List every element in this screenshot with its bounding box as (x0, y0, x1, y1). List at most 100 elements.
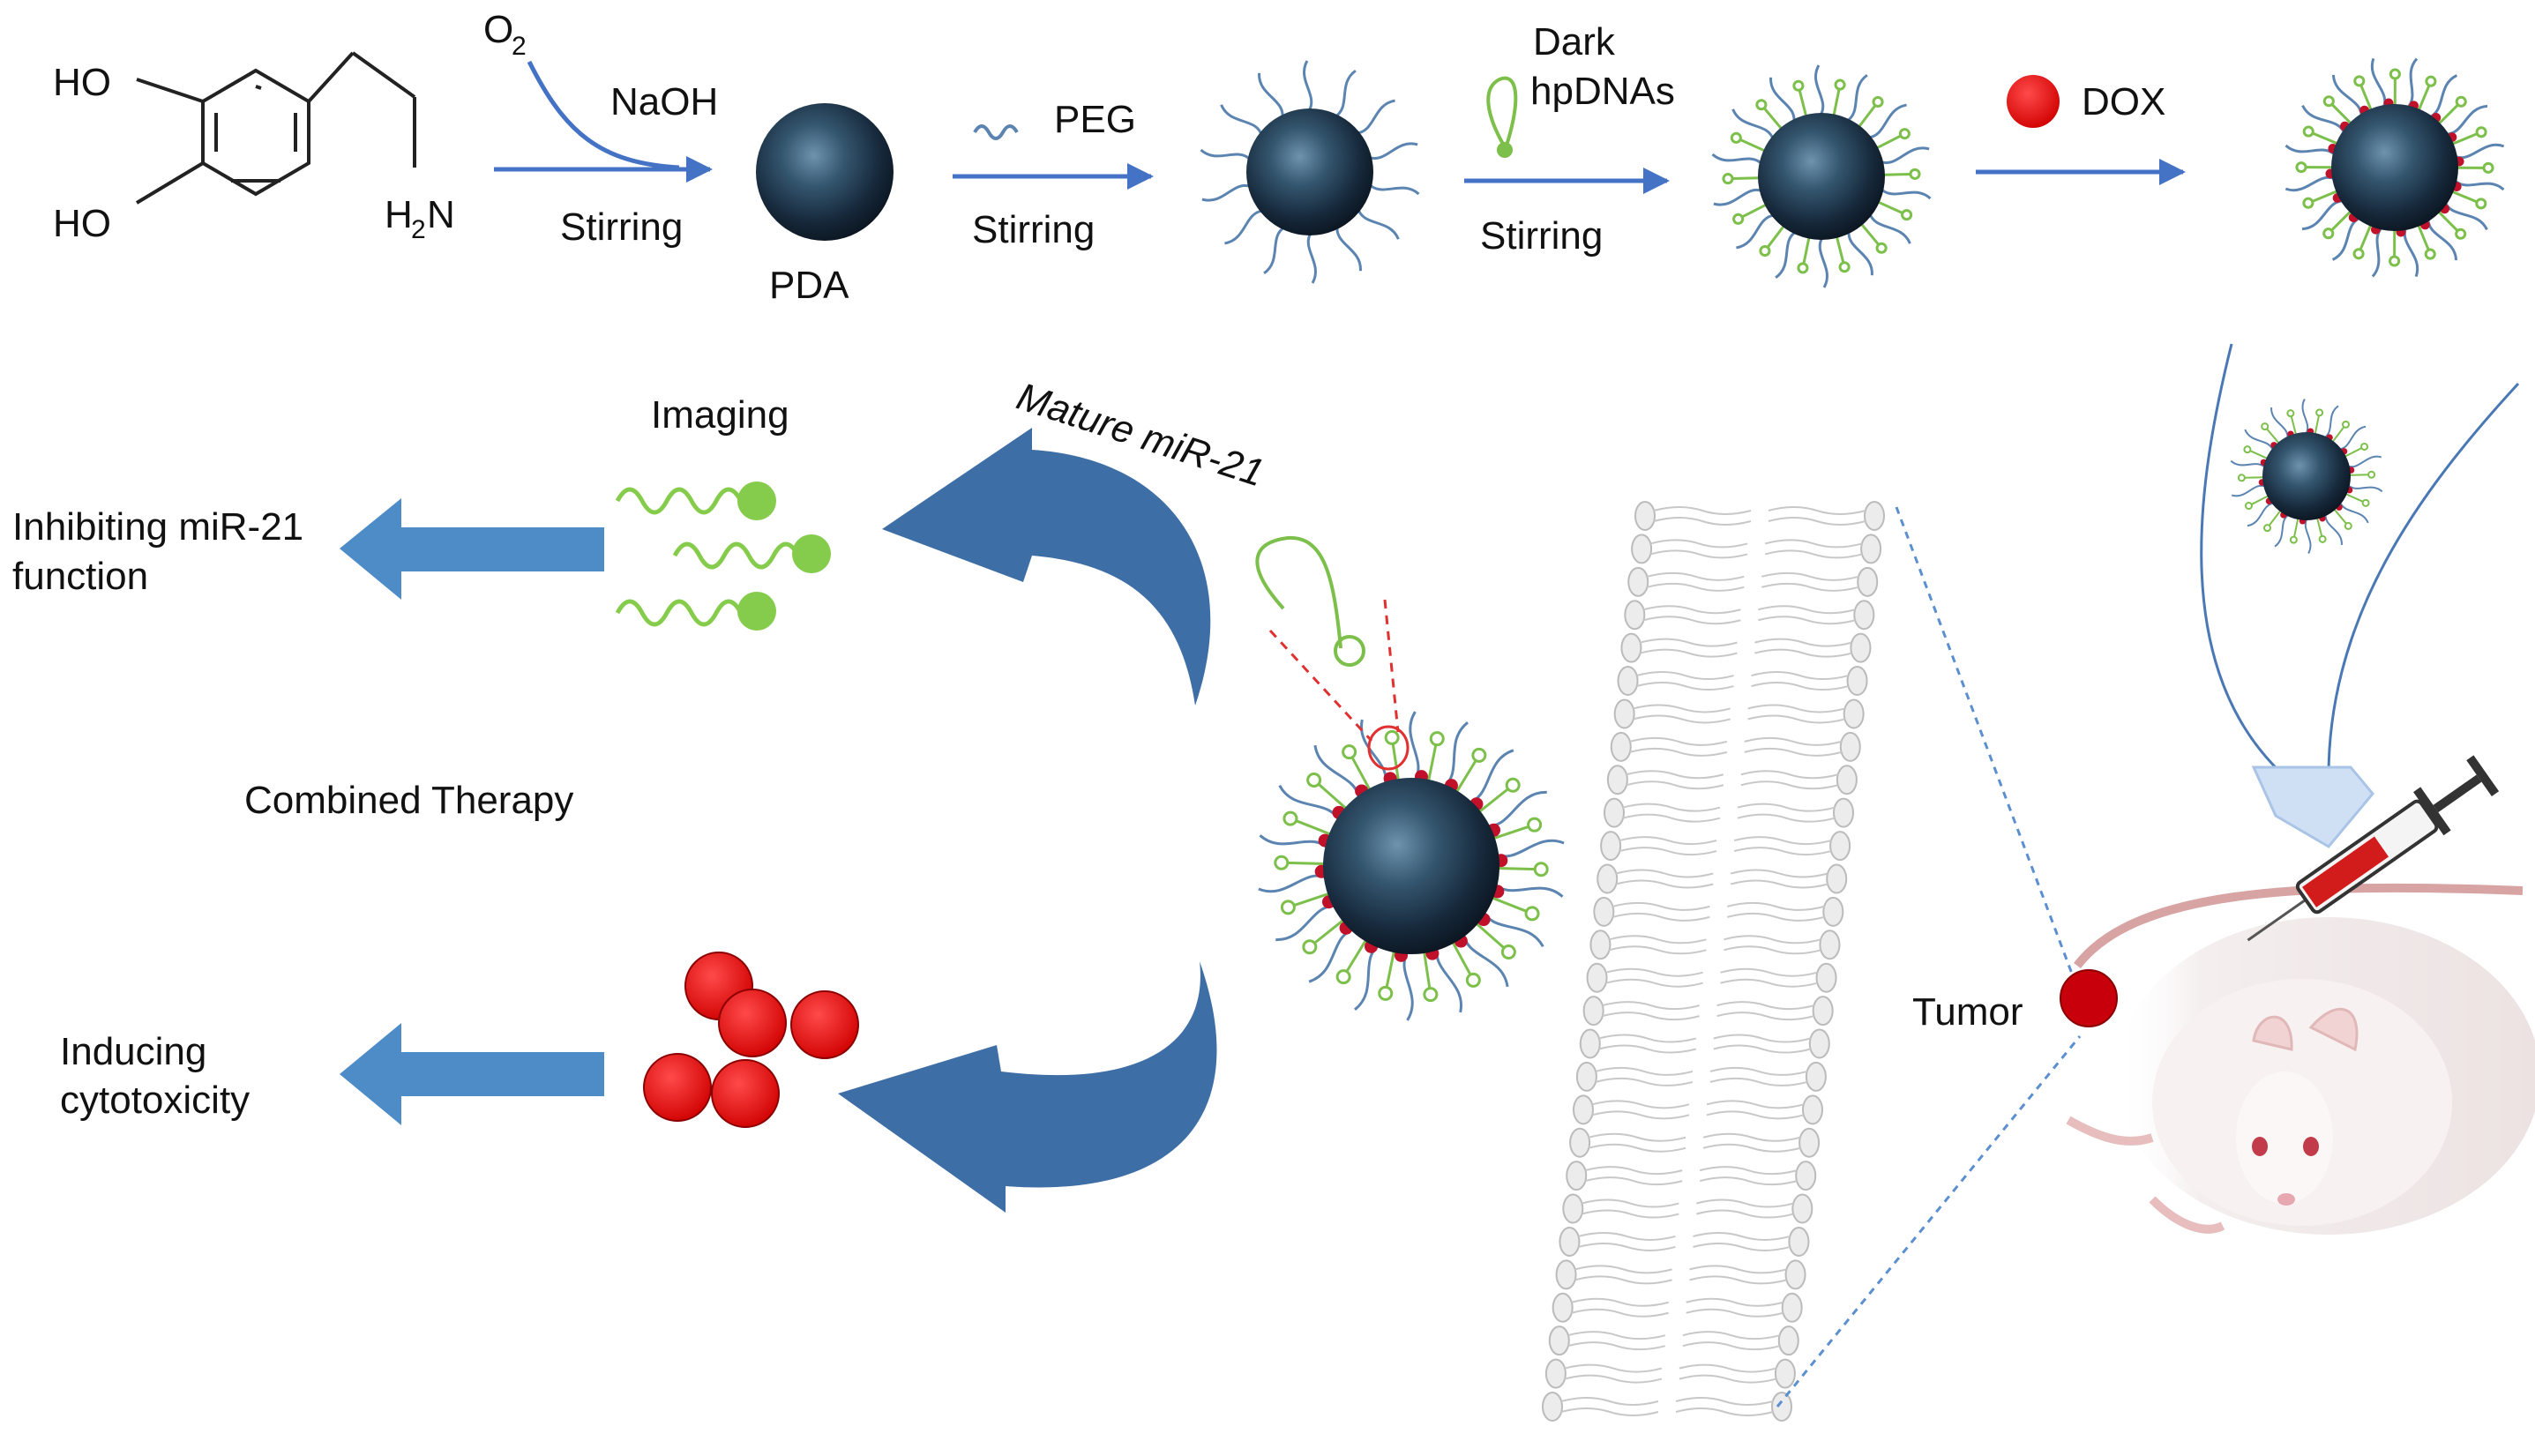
hpdna-stem (1497, 866, 1537, 871)
lipid-tail (1588, 1143, 1686, 1153)
hpdna-loop (1909, 168, 1921, 180)
hpdna-stem (2311, 131, 2338, 146)
dopamine-structure: HO HO H 2 N (53, 51, 455, 245)
fluorescent-probes (615, 482, 831, 631)
lipid-head (1791, 1193, 1813, 1224)
lipid-tail (1702, 1143, 1801, 1153)
peg-strand (1278, 784, 1342, 824)
lipid-tail (1595, 1077, 1694, 1086)
hpdna-stem (1454, 758, 1477, 794)
hpdna-stem (1385, 950, 1396, 989)
inducing-label-line2: cytotoxicity (60, 1079, 250, 1122)
cytotoxicity-arrow (340, 1023, 604, 1125)
lipid-head (1774, 1358, 1796, 1389)
hpdna-stem (2345, 493, 2364, 503)
hpdna-stem (1350, 756, 1372, 791)
curved-arrow-top (882, 428, 1211, 706)
inhibiting-arrow (340, 498, 604, 600)
hpdna-loop (2295, 161, 2307, 174)
injection-arrow (2251, 765, 2374, 848)
hpdna-loop (2353, 75, 2366, 87)
peg-strand (2284, 175, 2337, 192)
peg-strand (2230, 459, 2267, 469)
lipid-head (1586, 962, 1608, 993)
peg-strand (2403, 226, 2419, 278)
lipid-tail (1768, 517, 1866, 526)
hpdna-loop (2289, 535, 2298, 544)
hpdna-stem (1877, 200, 1904, 215)
hpdna-stem (2438, 103, 2460, 125)
peg-strand (2284, 144, 2337, 157)
dye-dot-icon (737, 592, 776, 631)
lipid-tail (1560, 1397, 1659, 1406)
combined-therapy-label: Combined Therapy (244, 779, 573, 822)
peg-strand (1313, 744, 1361, 801)
lipid-tail (1699, 1166, 1798, 1176)
lipid-head (1552, 1292, 1574, 1323)
dye-dot-icon (792, 534, 831, 573)
lipid-tail (1696, 1198, 1794, 1208)
lipid-tail (1591, 1110, 1690, 1120)
lipid-head (1575, 1061, 1597, 1092)
peg-strand (1200, 148, 1253, 161)
lipid-tail (1560, 1407, 1659, 1416)
hpdna-loop (2263, 524, 2272, 533)
peg-strand (1481, 908, 1544, 948)
hpdna-loop (1274, 855, 1290, 870)
peg-strand (1201, 183, 1253, 202)
lipid-bilayer-icon (1542, 501, 1885, 1422)
nanoparticle-icon (1246, 108, 1373, 235)
nanoparticle-icon (1323, 778, 1499, 954)
hpdna-stem (1802, 236, 1811, 265)
lipid-tail (1747, 714, 1845, 724)
peg-strand (1367, 183, 1420, 196)
lipid-tail (1716, 1012, 1814, 1021)
lipid-tail (1633, 704, 1731, 713)
hpdna-loop (1465, 972, 1481, 988)
hpdna-loop (1872, 95, 1884, 108)
lipid-head (1613, 698, 1635, 729)
peg-strand (2231, 484, 2267, 497)
lipid-head (1604, 797, 1625, 828)
lipid-tail (1764, 549, 1863, 559)
peg-strand (2274, 513, 2291, 548)
hpdna-stem (1292, 892, 1330, 907)
lipid-head (1559, 1226, 1581, 1257)
imaging-label: Imaging (651, 393, 789, 437)
peg-strand (1493, 839, 1565, 858)
lipid-tail (1686, 1297, 1783, 1307)
lipid-tail (1727, 901, 1825, 911)
hpdna-stem (2359, 224, 2373, 251)
hpdna-loop (2425, 75, 2437, 87)
hpdna-loop (2341, 420, 2350, 429)
lipid-head (1634, 501, 1656, 531)
o2-subscript: 2 (512, 32, 527, 61)
pda-label: PDA (769, 264, 849, 307)
lipid-tail (1636, 682, 1734, 691)
injected-particle (2230, 399, 2383, 554)
lipid-head (1624, 600, 1646, 631)
dox-dot-icon (2007, 75, 2060, 128)
lipid-head (1627, 566, 1649, 597)
nanoparticle-icon (2331, 104, 2458, 231)
hpdna-stem (1740, 203, 1767, 219)
lipid-head (1582, 996, 1604, 1027)
lipid-tail (1633, 714, 1731, 724)
hpdna-stem (1312, 918, 1345, 945)
lipid-tail (1693, 1231, 1791, 1241)
hpdna-loop (2286, 409, 2295, 418)
peg-strand (1847, 229, 1873, 276)
hpdna-loop (2244, 502, 2253, 511)
peg-strand (1263, 226, 1286, 275)
hpdna-stem (1317, 782, 1348, 810)
lipid-head (1579, 1028, 1601, 1059)
lipid-tail (1751, 671, 1849, 681)
lipid-tail (1737, 803, 1836, 812)
lipid-tail (1564, 1363, 1663, 1373)
peg-strand (2453, 143, 2505, 160)
lipid-head (1617, 666, 1639, 697)
lipid-head (1802, 1094, 1823, 1125)
lipid-head (1600, 831, 1622, 862)
lipid-tail (1733, 836, 1832, 846)
peg-strand (1258, 874, 1329, 893)
